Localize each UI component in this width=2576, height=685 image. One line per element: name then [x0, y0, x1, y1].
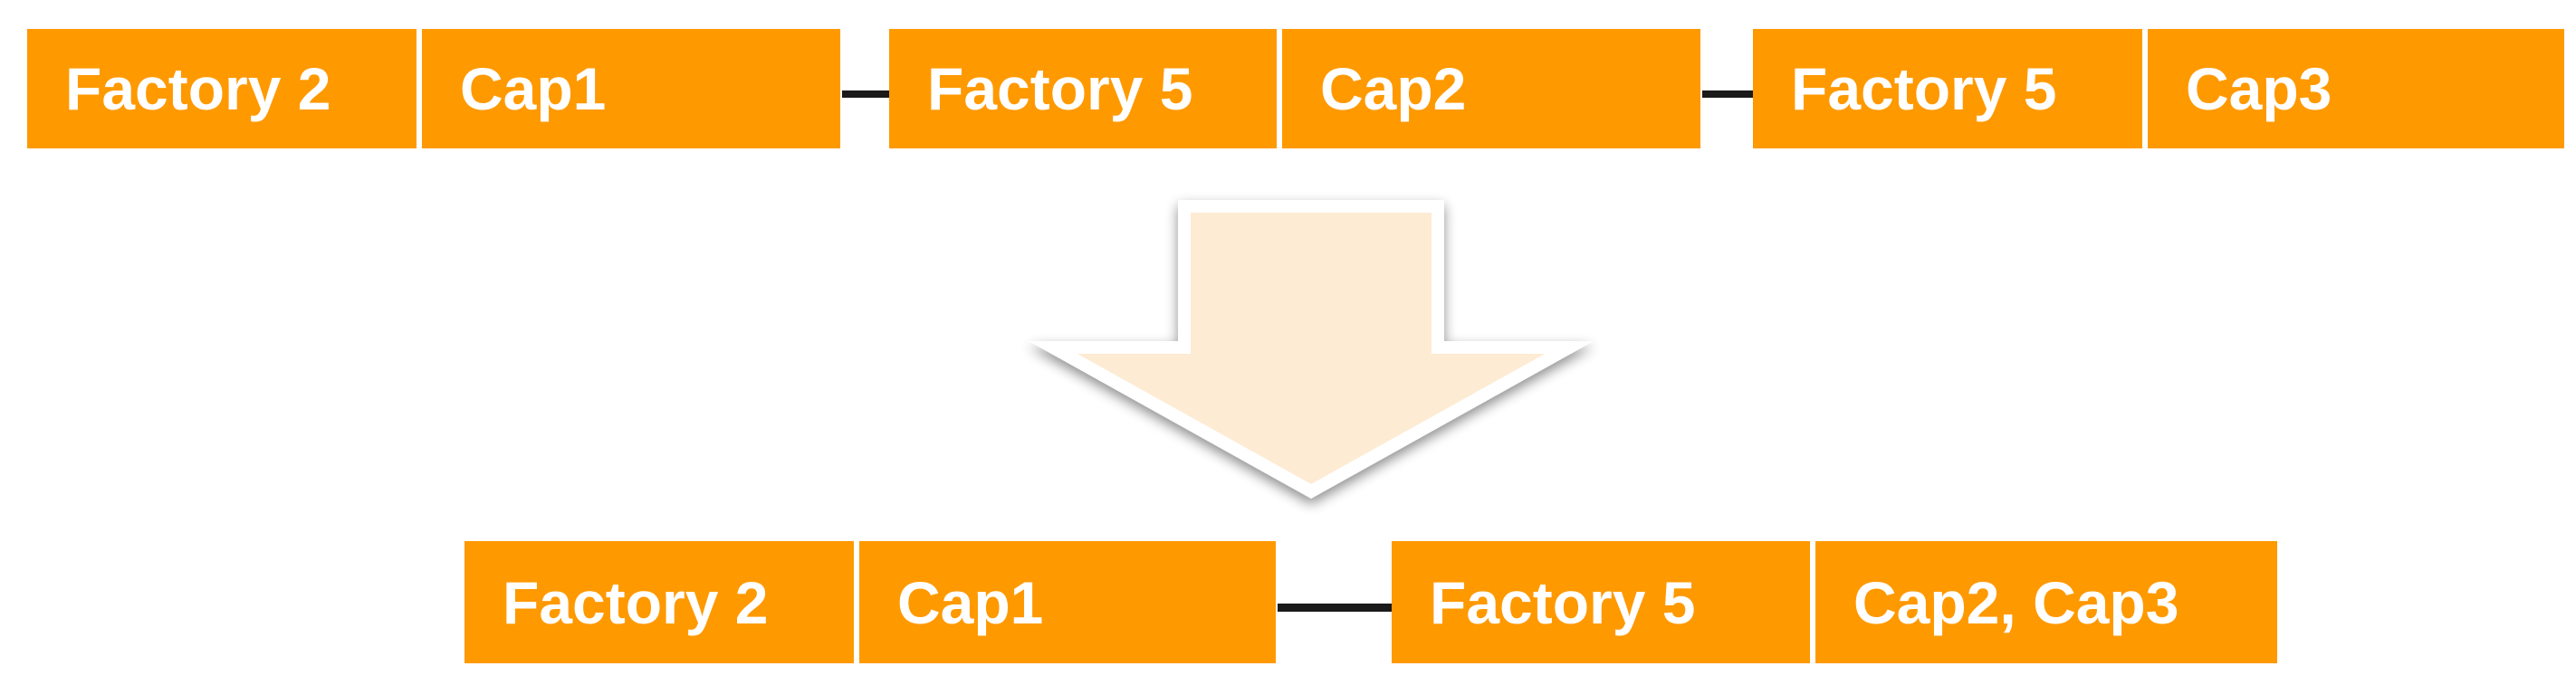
top-segment-2-factory: Factory 5 — [889, 29, 1277, 148]
top-segment-1-capability: Cap1 — [422, 29, 840, 148]
top-segment-1-factory: Factory 2 — [27, 29, 417, 148]
bottom-segment-1-factory: Factory 2 — [464, 541, 854, 663]
bottom-segment-2-factory: Factory 5 — [1392, 541, 1810, 663]
top-connector-1 — [842, 90, 889, 98]
top-segment-3-factory: Factory 5 — [1753, 29, 2142, 148]
top-segment-2-capability: Cap2 — [1282, 29, 1700, 148]
arrow-shape — [1029, 200, 1594, 499]
bottom-connector-1 — [1278, 604, 1392, 612]
top-connector-2 — [1702, 90, 1753, 98]
bottom-segment-1-capability: Cap1 — [859, 541, 1276, 663]
bottom-segment-2-capability: Cap2, Cap3 — [1815, 541, 2277, 663]
top-segment-3-capability: Cap3 — [2148, 29, 2564, 148]
